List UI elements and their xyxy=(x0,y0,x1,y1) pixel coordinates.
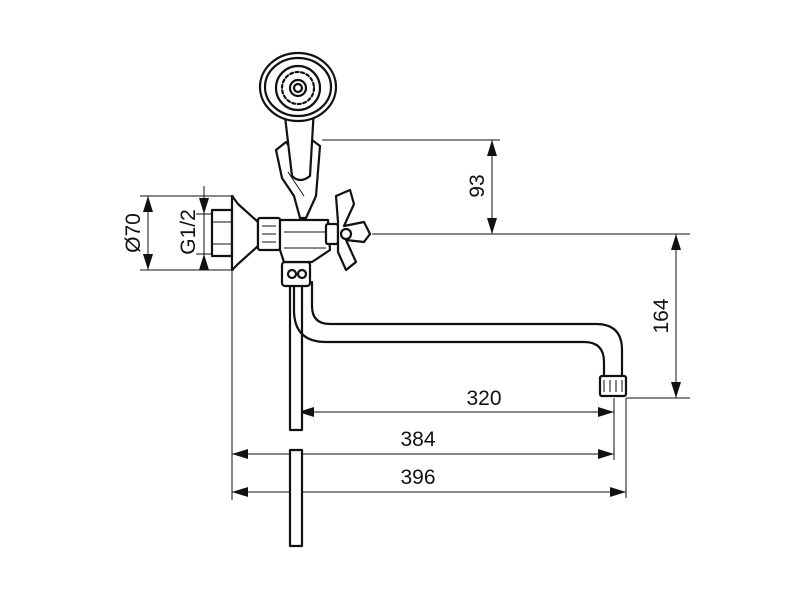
spout-outer xyxy=(292,280,606,380)
hand-shower-head xyxy=(258,51,338,123)
dim-label-384: 384 xyxy=(400,428,435,451)
spout-aerator xyxy=(598,374,628,398)
cross-handle xyxy=(324,188,372,272)
dim-label-g1-2: G1/2 xyxy=(177,209,200,255)
extension-lines xyxy=(140,139,690,500)
lower-swivel-pipe xyxy=(288,268,304,432)
dim-label-320: 320 xyxy=(466,387,501,410)
dim-label-93: 93 xyxy=(466,174,489,197)
hand-shower-handle xyxy=(282,106,316,182)
wall-pipe-stub xyxy=(210,208,234,258)
union-nut xyxy=(256,216,282,252)
dim-label-164: 164 xyxy=(650,298,673,333)
valve-body xyxy=(278,218,332,264)
spout-inner xyxy=(310,280,624,380)
detached-pipe-segment xyxy=(288,448,304,548)
wall-flange xyxy=(230,194,260,272)
dim-label-396: 396 xyxy=(400,466,435,489)
dim-label-diameter-70: Ø70 xyxy=(122,213,145,253)
swivel-joint xyxy=(280,260,312,288)
